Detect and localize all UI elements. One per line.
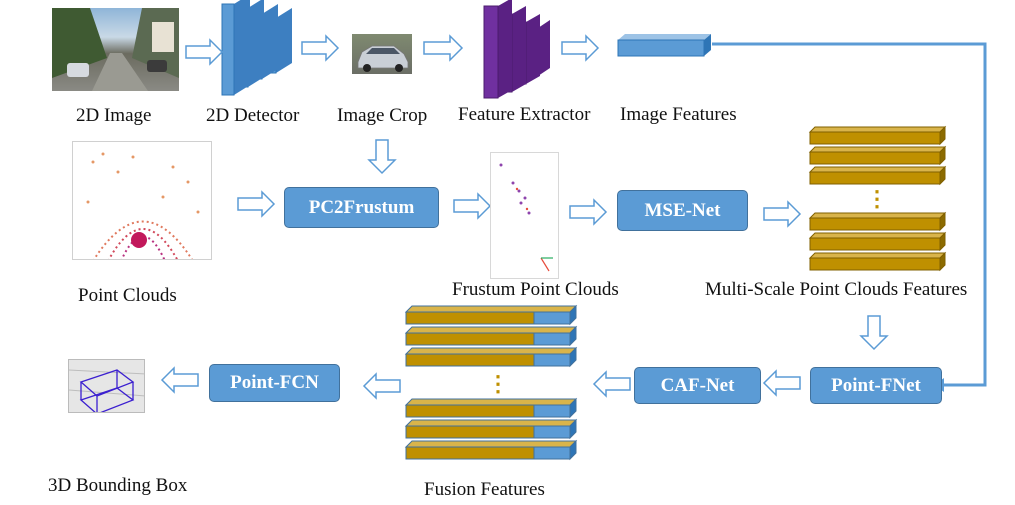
label-point-clouds: Point Clouds <box>78 285 177 306</box>
label-image-features: Image Features <box>620 104 737 125</box>
pc2frustum-module: PC2Frustum <box>284 187 439 228</box>
label-image-crop: Image Crop <box>337 105 428 126</box>
label-multi-scale-features: Multi-Scale Point Clouds Features <box>705 279 968 300</box>
point-cloud-image <box>72 141 212 260</box>
street-image-thumbnail <box>52 8 179 91</box>
point-fcn-module: Point-FCN <box>209 364 340 402</box>
image-features-bar <box>617 34 711 57</box>
label-2d-image: 2D Image <box>76 105 152 126</box>
label-frustum-point-clouds: Frustum Point Clouds <box>452 279 619 300</box>
mse-net-module: MSE-Net <box>617 190 748 231</box>
label-3d-bounding-box: 3D Bounding Box <box>48 475 188 496</box>
feature-extractor-block <box>483 0 550 99</box>
car-crop-thumbnail <box>352 34 412 74</box>
label-2d-detector: 2D Detector <box>206 105 300 126</box>
label-feature-extractor: Feature Extractor <box>458 104 591 125</box>
caf-net-module: CAF-Net <box>634 367 761 404</box>
frustum-point-cloud-image <box>490 152 559 279</box>
fusion-feature-bars <box>404 304 578 461</box>
fusion-ellipsis: ⋮ <box>487 371 509 396</box>
multi-scale-ellipsis: ⋮ <box>866 186 888 211</box>
flow-arrows <box>160 34 889 400</box>
detector-2d-block <box>221 0 292 96</box>
image-features-connector <box>712 42 987 387</box>
point-fnet-module: Point-FNet <box>810 367 942 404</box>
multi-scale-feature-bars <box>808 125 947 272</box>
label-fusion-features: Fusion Features <box>424 479 545 500</box>
bounding-box-3d-image <box>68 359 145 413</box>
